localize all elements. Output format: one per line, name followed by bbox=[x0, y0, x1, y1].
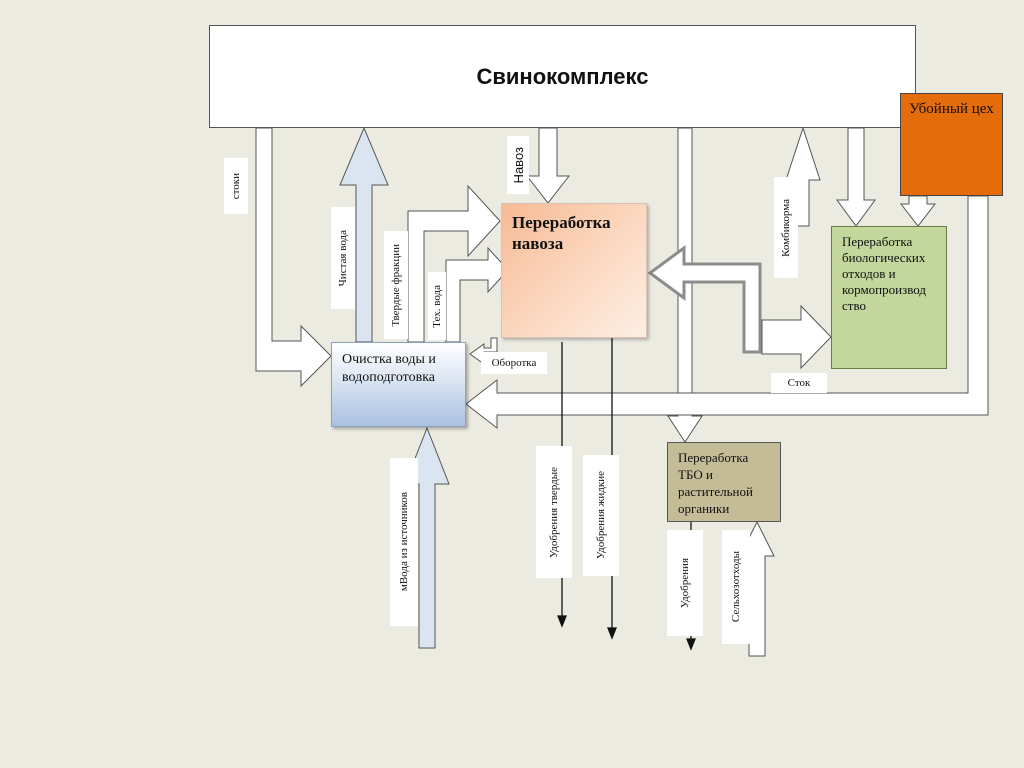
tbo-processing-box: Переработка ТБО и растительной органики bbox=[667, 442, 781, 522]
pig-complex-box: Свинокомплекс bbox=[209, 25, 916, 128]
kombikorma-label: Комбикорма bbox=[780, 198, 792, 257]
main-to-bio-arrow bbox=[836, 127, 876, 227]
solid-fractions-arrow bbox=[407, 184, 501, 343]
fertilizer-label: Удобрения bbox=[679, 557, 691, 609]
bio-to-manure-arrow bbox=[647, 245, 762, 354]
solid-fractions-label: Твердые фракции bbox=[390, 243, 402, 327]
stok-arrow bbox=[465, 195, 989, 430]
agri-waste-label: Сельхозотходы bbox=[730, 551, 742, 623]
solid-fertilizer-arrowhead bbox=[557, 615, 567, 628]
solid-fertilizer-label: Удобрения твердые bbox=[548, 466, 560, 558]
oborotka-label: Оборотка bbox=[481, 352, 547, 374]
stok-label: Сток bbox=[771, 373, 827, 393]
water-treatment-box: Очистка воды и водоподготовка bbox=[331, 342, 466, 427]
tbo-line-3: растительной bbox=[678, 484, 753, 499]
navoz-arrow bbox=[525, 127, 571, 204]
clean-water-arrow bbox=[339, 126, 389, 343]
liquid-fertilizer-arrowhead bbox=[607, 627, 617, 640]
manure-processing-box: Переработка навоза bbox=[501, 203, 647, 338]
tech-water-arrow bbox=[445, 246, 509, 343]
navoz-label: Навоз bbox=[510, 146, 526, 184]
stoki-arrow bbox=[255, 127, 332, 388]
stoki-label: стоки bbox=[230, 172, 242, 200]
tech-water-label: Тех. вода bbox=[431, 284, 443, 328]
tbo-line-1: Переработка bbox=[678, 450, 749, 465]
fertilizer-arrowhead bbox=[686, 638, 696, 651]
pig-complex-title: Свинокомплекс bbox=[476, 63, 649, 89]
slaughter-to-bio-arrow bbox=[899, 195, 937, 227]
tbo-line-2: ТБО и bbox=[678, 467, 713, 482]
tbo-line-4: органики bbox=[678, 501, 730, 516]
clean-water-label: Чистая вода bbox=[337, 229, 349, 287]
bio-waste-processing-box: Переработка биологических отходов и корм… bbox=[831, 226, 947, 369]
liquid-fertilizer-label: Удобрения жидкие bbox=[595, 471, 607, 560]
slaughter-shop-box: Убойный цех bbox=[900, 93, 1003, 196]
to-bio-side-arrow bbox=[761, 304, 832, 370]
source-water-label: мВода из источников bbox=[398, 492, 410, 592]
